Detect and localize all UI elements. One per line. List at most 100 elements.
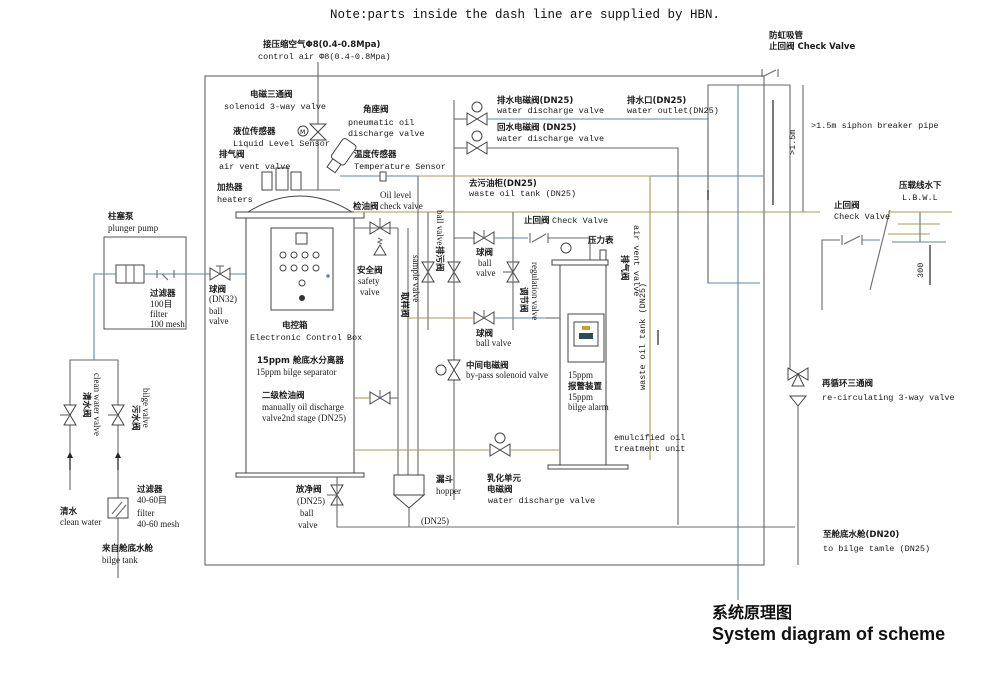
manual-discharge-label-cn: 二级检油阀 xyxy=(262,390,305,401)
filter-100-mesh-label: 100 mesh xyxy=(150,319,185,329)
hopper-dn-label: (DN25) xyxy=(421,516,449,526)
separator-flange-top xyxy=(235,211,365,219)
diagram-title-cn: 系统原理图 xyxy=(712,603,792,622)
bypass-solenoid-label: by-pass solenoid valve xyxy=(466,370,548,380)
depth-dimension-label: 300 xyxy=(916,263,926,278)
solenoid-3way-label-cn: 电磁三通阀 xyxy=(250,89,293,100)
water-outlet-label: water outlet(DN25) xyxy=(627,106,719,116)
emulsion-valve-label-cn-2: 电磁阀 xyxy=(487,484,513,495)
safety-valve[interactable] xyxy=(373,237,387,256)
clean-water-label-cn: 清水 xyxy=(60,506,78,517)
heaters-label-cn: 加热器 xyxy=(216,182,243,193)
lbwl-label-cn: 压载线水下 xyxy=(899,180,942,191)
control-box-label: Electronic Control Box xyxy=(250,333,362,343)
solenoid-3way-valve[interactable]: M xyxy=(297,123,328,141)
waste-oil-tank-label-cn: 去污油柜(DN25) xyxy=(469,178,537,189)
ball-valve-dn32-size: (DN32) xyxy=(209,294,237,304)
water-discharge-1-label: water discharge valve xyxy=(497,106,604,116)
control-box-display xyxy=(295,232,308,245)
level-sensor-label: Liquid Level Sensor xyxy=(233,139,330,149)
water-discharge-2-label-cn: 回水电磁阀 (DN25) xyxy=(497,122,576,133)
filter-100-label-cn: 过滤器 xyxy=(150,288,176,299)
water-discharge-2-label: water discharge valve xyxy=(497,134,604,144)
ball-valve-dn32-label-1: ball xyxy=(209,306,223,316)
manual-discharge-valve[interactable] xyxy=(369,390,391,405)
hopper-label: hopper xyxy=(436,486,461,496)
pneumatic-discharge-valve[interactable] xyxy=(325,137,358,174)
safety-valve-label-1: safety xyxy=(358,276,380,286)
separator-label-cn: 15ppm 舱底水分离器 xyxy=(257,355,344,366)
siphon-check-valve[interactable] xyxy=(761,69,779,77)
safety-valve-label-2: valve xyxy=(360,287,380,297)
air-vent-label-cn: 排气阀 xyxy=(219,149,245,160)
supply-boundary-frame xyxy=(204,75,765,566)
bilge-valve[interactable] xyxy=(108,404,125,426)
drain-ball-valve-label: ball valve xyxy=(435,210,445,245)
plunger-pump-frame xyxy=(103,236,187,330)
ball-valve-lower[interactable] xyxy=(473,310,495,325)
drain-valve-label-cn: 放净阀 xyxy=(295,484,322,495)
clean-water-valve[interactable] xyxy=(60,404,77,426)
bilge-tank-label: bilge tank xyxy=(102,555,138,565)
oil-check-valve[interactable] xyxy=(369,218,391,235)
water-return-pipe xyxy=(487,147,679,525)
water-discharge-valve-2[interactable] xyxy=(466,130,488,155)
bypass-solenoid-valve[interactable] xyxy=(435,359,461,381)
separator-label: 15ppm bilge separator xyxy=(256,367,336,377)
clean-water-label: clean water xyxy=(60,517,101,527)
waste-oil-tank-vertical-label: waste oil tank (DN25) xyxy=(638,283,648,390)
control-air-label: control air Φ8(0.4-0.8Mpa) xyxy=(258,52,391,62)
siphon-check-label-cn: 防虹吸管 xyxy=(769,30,804,41)
filter-100-label: filter xyxy=(150,309,168,319)
to-bilge-label-cn: 至舱底水舱(DN20) xyxy=(823,529,899,540)
check-valve-mid[interactable] xyxy=(529,233,549,243)
recirculating-3way-valve[interactable] xyxy=(787,367,809,407)
emulsion-valve-label-cn-1: 乳化单元 xyxy=(487,473,522,484)
oil-check-label-cn: 检油阀 xyxy=(353,201,379,212)
drain-ball-valve-dn25[interactable] xyxy=(327,484,344,506)
waste-oil-tank-label: waste oil tank (DN25) xyxy=(469,189,576,199)
temp-sensor-label: Temperature Sensor xyxy=(354,162,446,172)
filter-100-label-mesh-cn: 100目 xyxy=(150,299,173,309)
check-valve-right[interactable] xyxy=(841,235,863,245)
filter-40-mesh-label: 40-60 mesh xyxy=(137,519,180,529)
hopper xyxy=(392,474,426,509)
ball-valve-dn32[interactable] xyxy=(209,265,231,281)
solenoid-3way-label: solenoid 3-way valve xyxy=(224,102,326,112)
manual-discharge-label-2: valve2nd stage (DN25) xyxy=(262,413,346,423)
water-discharge-valve-1[interactable] xyxy=(466,101,488,126)
siphon-loop-pipe xyxy=(707,84,791,370)
filter-40-mesh-cn: 40-60目 xyxy=(137,495,167,505)
ball-valve-dn32-label-2: valve xyxy=(209,316,229,326)
lbwl-label: L.B.W.L xyxy=(902,193,938,203)
regulation-valve[interactable] xyxy=(503,261,520,283)
temp-fitting xyxy=(290,171,302,191)
emulsion-water-discharge-valve[interactable] xyxy=(489,432,511,457)
siphon-dimension-label: >1.5m xyxy=(788,129,798,155)
ball-valve-dn32-label-cn: 球阀 xyxy=(209,284,226,295)
air-vent-valve-2 xyxy=(599,249,607,261)
filter-100-mesh xyxy=(156,270,175,281)
waste-oil-pipe xyxy=(418,175,651,460)
check-valve-mid-label-cn: 止回阀 xyxy=(524,215,550,226)
hopper-label-cn: 漏斗 xyxy=(436,474,454,485)
siphon-breaker-label: >1.5m siphon breaker pipe xyxy=(811,121,939,131)
level-sensor-label-cn: 液位传感器 xyxy=(233,126,276,137)
to-bilge-label: to bilge tamle (DN25) xyxy=(823,544,930,554)
sample-valve-label: sample valve xyxy=(411,255,421,302)
sample-valve-label-cn: 取样阀 xyxy=(399,292,410,318)
heaters-label: heaters xyxy=(217,195,253,205)
water-discharge-1-label-cn: 排水电磁阀(DN25) xyxy=(497,95,573,106)
ball-valve-upper[interactable] xyxy=(473,230,495,245)
drain-valve-label-1: ball xyxy=(300,508,314,518)
bilge-valve-label-cn: 污水阀 xyxy=(130,405,141,431)
emulsion-valve-label: water discharge valve xyxy=(488,496,595,506)
bilge-alarm-label-1: 15ppm xyxy=(568,370,593,380)
drain-valve-size: (DN25) xyxy=(297,496,325,506)
siphon-check-label: 止回阀 Check Valve xyxy=(769,41,855,52)
separator-dome xyxy=(246,195,354,213)
bilge-alarm-label-cn: 报警装置 xyxy=(568,381,603,392)
plunger-pump-label: plunger pump xyxy=(108,223,159,233)
emulsified-unit-label-1: emulcified oil xyxy=(614,433,685,443)
